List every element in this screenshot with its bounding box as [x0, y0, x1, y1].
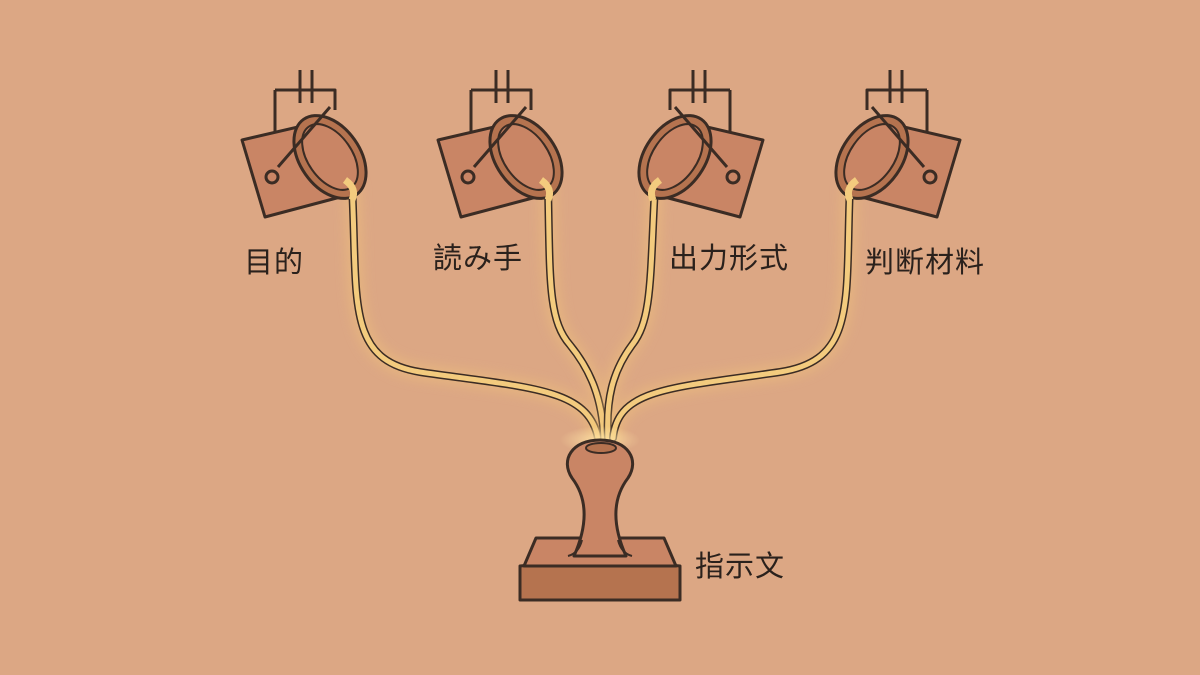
ladles — [240, 70, 962, 219]
ladle-icon-3 — [834, 70, 962, 219]
stamp-label: 指示文 — [695, 549, 786, 583]
stream-1 — [541, 178, 611, 445]
stream-3 — [606, 178, 857, 445]
ladle-label-0: 目的 — [244, 245, 305, 279]
stream-2 — [600, 178, 662, 445]
ladle-label-3: 判断材料 — [865, 245, 986, 279]
stream-0 — [345, 178, 605, 445]
ladle-icon-2 — [637, 70, 765, 219]
ladle-label-1: 読み手 — [433, 241, 524, 275]
ladle-icon-1 — [436, 70, 564, 219]
ladle-label-2: 出力形式 — [669, 241, 790, 275]
rubber-stamp-icon — [518, 426, 682, 602]
ladle-icon-0 — [240, 70, 368, 219]
streams — [345, 178, 857, 445]
